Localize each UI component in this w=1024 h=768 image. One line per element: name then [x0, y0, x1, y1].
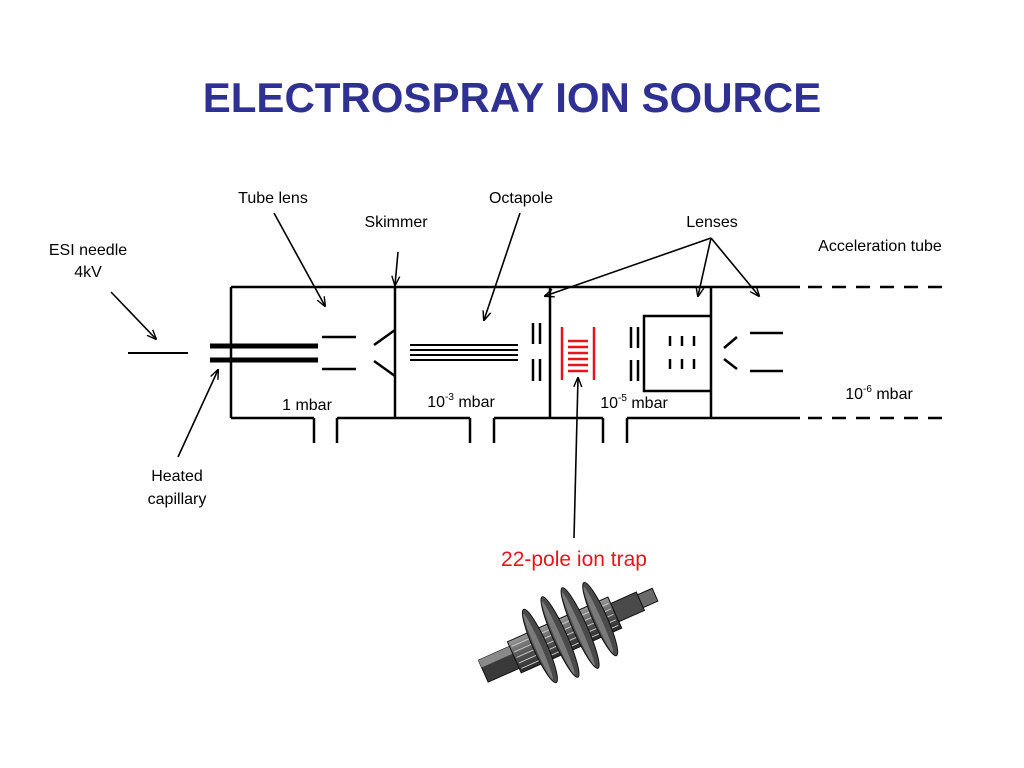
page-title: ELECTROSPRAY ION SOURCE: [202, 74, 822, 121]
label-octapole: Octapole: [489, 190, 553, 207]
arrow-octapole: [484, 212, 521, 320]
skimmer: [373, 328, 396, 378]
pressure-stage-3: 10-5 mbar: [600, 393, 668, 412]
label-heated: Heated: [151, 468, 203, 485]
pressure-stage-2: 10-3 mbar: [427, 392, 495, 411]
label-skimmer: Skimmer: [364, 214, 428, 231]
label-lenses: Lenses: [686, 214, 738, 231]
arrow-lens-3: [710, 237, 759, 296]
arrow-lens-2: [698, 237, 712, 296]
label-esi-needle: ESI needle: [49, 242, 127, 259]
entrance-lenses: [531, 323, 542, 381]
exit-lenses: [629, 327, 640, 381]
arrow-lens-1: [545, 237, 712, 296]
arrow-esi-needle: [110, 291, 156, 339]
arrow-ion-trap: [574, 378, 578, 539]
pointer-arrows: [110, 212, 759, 539]
label-acceleration-tube: Acceleration tube: [818, 238, 942, 255]
ion-trap-3d-model-icon: [477, 581, 659, 684]
heated-capillary: [210, 343, 318, 363]
label-capillary: capillary: [148, 491, 207, 508]
arrow-heated-capillary: [177, 370, 218, 458]
tube-lens: [322, 335, 356, 371]
pressure-stage-1: 1 mbar: [282, 397, 332, 414]
ion-trap-22-pole: [560, 327, 596, 380]
acceleration-entrance: [723, 331, 783, 373]
pressure-stage-4: 10-6 mbar: [845, 384, 913, 403]
arrow-skimmer: [395, 251, 398, 285]
lens-stack-box: [642, 314, 711, 393]
label-ion-trap: 22-pole ion trap: [501, 548, 647, 571]
label-tube-lens: Tube lens: [238, 190, 308, 207]
label-esi-voltage: 4kV: [74, 264, 102, 281]
arrow-tube-lens: [273, 212, 325, 306]
vacuum-chamber-outline: [229, 285, 800, 443]
octapole: [410, 344, 518, 361]
